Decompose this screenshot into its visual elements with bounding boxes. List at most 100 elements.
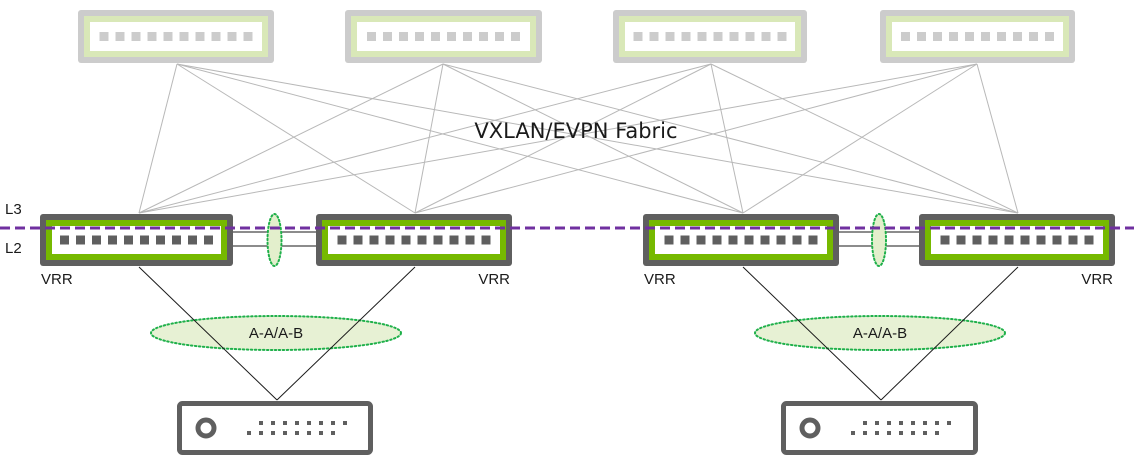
bond-label: A-A/A-B bbox=[249, 325, 303, 342]
server-1 bbox=[177, 401, 373, 455]
server-chassis bbox=[177, 401, 373, 455]
peer-link-bond-1 bbox=[266, 213, 283, 267]
spine-port-icon bbox=[115, 32, 125, 41]
vent-dot-icon bbox=[887, 431, 891, 435]
spine-port-icon bbox=[243, 32, 253, 41]
fabric-link-spine4-leaf1 bbox=[138, 63, 978, 214]
fabric-link-spine3-leaf4 bbox=[710, 63, 1019, 214]
spine-port-icon bbox=[917, 32, 926, 41]
leaf-port-icon bbox=[664, 235, 674, 245]
spine-port-icon bbox=[665, 32, 675, 41]
spine-1 bbox=[78, 10, 274, 63]
bond-oval-1 bbox=[150, 315, 402, 351]
fabric-link-spine4-leaf2 bbox=[414, 63, 978, 214]
spine-port-icon bbox=[495, 32, 504, 41]
spine-port-icon bbox=[179, 32, 189, 41]
leaf-port-icon bbox=[712, 235, 722, 245]
vent-dot-icon bbox=[319, 421, 323, 425]
vent-dot-icon bbox=[923, 431, 927, 435]
spine-port-icon bbox=[949, 32, 958, 41]
spine-port-icon bbox=[981, 32, 990, 41]
spine-port-icon bbox=[431, 32, 440, 41]
spine-2 bbox=[345, 10, 542, 63]
leaf-port-icon bbox=[385, 235, 395, 245]
spine-port-icon bbox=[933, 32, 942, 41]
fabric-link-spine1-leaf2 bbox=[176, 63, 416, 214]
bond-oval-2 bbox=[754, 315, 1006, 351]
spine-layer bbox=[78, 10, 1075, 63]
spine-port-icon bbox=[511, 32, 520, 41]
spine-port-icon bbox=[713, 32, 723, 41]
vent-dot-icon bbox=[923, 421, 927, 425]
spine-port-icon bbox=[633, 32, 643, 41]
leaf-port-icon bbox=[680, 235, 690, 245]
spine-port-icon bbox=[1013, 32, 1022, 41]
fabric-link-spine1-leaf3 bbox=[176, 63, 744, 214]
vent-dot-icon bbox=[863, 421, 867, 425]
vent-dot-icon bbox=[935, 431, 939, 435]
fabric-title: VXLAN/EVPN Fabric bbox=[474, 119, 677, 143]
leaf-2: VRR bbox=[316, 214, 512, 288]
vent-dot-icon bbox=[259, 431, 263, 435]
server-chassis bbox=[781, 401, 978, 455]
spine-port-icon bbox=[729, 32, 739, 41]
leaf-port-icon bbox=[1004, 235, 1014, 245]
fabric-link-spine3-leaf3 bbox=[710, 63, 744, 214]
spine-port-icon bbox=[901, 32, 910, 41]
layer-label-l3: L3 bbox=[5, 201, 22, 218]
spine-4 bbox=[880, 10, 1075, 63]
leaf-port-icon bbox=[1068, 235, 1078, 245]
leaf-port-icon bbox=[156, 235, 165, 245]
spine-port-icon bbox=[697, 32, 707, 41]
host-link-leaf-3-server-2 bbox=[742, 266, 882, 401]
leaf-port-icon bbox=[401, 235, 411, 245]
fabric-link-spine2-leaf3 bbox=[442, 63, 744, 214]
vent-dot-icon bbox=[307, 421, 311, 425]
leaf-port-icon bbox=[337, 235, 347, 245]
vent-dot-icon bbox=[851, 431, 855, 435]
spine-port-icon bbox=[649, 32, 659, 41]
fabric-link-spine2-leaf1 bbox=[138, 63, 444, 214]
spine-port-icon bbox=[745, 32, 755, 41]
leaf-port-icon bbox=[972, 235, 982, 245]
vent-dot-icon bbox=[875, 431, 879, 435]
spine-port-icon bbox=[367, 32, 376, 41]
fabric-link-spine4-leaf4 bbox=[976, 63, 1019, 214]
leaf-port-icon bbox=[108, 235, 117, 245]
spine-port-icon bbox=[681, 32, 691, 41]
vent-dot-icon bbox=[259, 421, 263, 425]
spine-port-icon bbox=[415, 32, 424, 41]
leaf-port-icon bbox=[204, 235, 213, 245]
vent-dot-icon bbox=[271, 421, 275, 425]
leaf-port-icon bbox=[76, 235, 85, 245]
leaf-1: VRR bbox=[40, 214, 233, 288]
leaf-port-icon bbox=[433, 235, 443, 245]
leaf-port-icon bbox=[940, 235, 950, 245]
leaf-port-icon bbox=[124, 235, 133, 245]
leaf-port-icon bbox=[808, 235, 818, 245]
spine-port-icon bbox=[965, 32, 974, 41]
vent-dot-icon bbox=[283, 421, 287, 425]
vent-dot-icon bbox=[331, 431, 335, 435]
fabric-link-spine2-leaf2 bbox=[414, 63, 444, 214]
bond-label: A-A/A-B bbox=[853, 325, 907, 342]
leaf-port-icon bbox=[417, 235, 427, 245]
spine-port-icon bbox=[211, 32, 221, 41]
vent-dot-icon bbox=[319, 431, 323, 435]
leaf-port-icon bbox=[760, 235, 770, 245]
leaf-port-icon bbox=[465, 235, 475, 245]
vrr-label: VRR bbox=[1081, 271, 1113, 288]
fabric-link-spine3-leaf1 bbox=[138, 63, 712, 214]
leaf-port-icon bbox=[353, 235, 363, 245]
leaf-port-icon bbox=[1052, 235, 1062, 245]
leaf-port-icon bbox=[369, 235, 379, 245]
vent-dot-icon bbox=[863, 431, 867, 435]
host-link-leaf-2-server-1 bbox=[276, 266, 416, 401]
vent-dot-icon bbox=[899, 421, 903, 425]
leaf-port-icon bbox=[481, 235, 491, 245]
spine-port-icon bbox=[1029, 32, 1038, 41]
vrr-label: VRR bbox=[41, 271, 73, 288]
spine-port-icon bbox=[227, 32, 237, 41]
